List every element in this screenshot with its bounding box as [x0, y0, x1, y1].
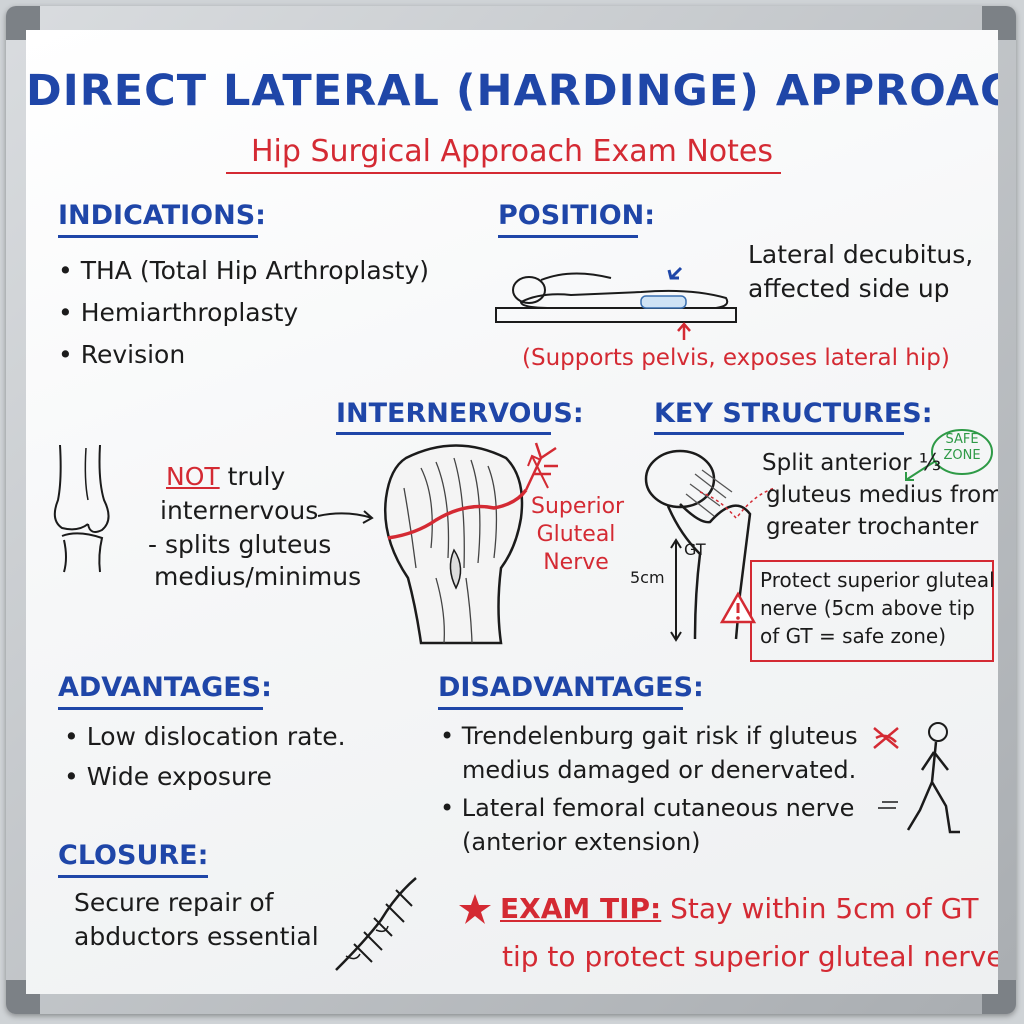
- indications-heading: INDICATIONS:: [58, 200, 266, 231]
- pointer-arrow-icon: [317, 510, 374, 524]
- lateral-decubitus-patient-icon: [495, 266, 737, 340]
- proximal-femur-sketch: [644, 449, 776, 642]
- exam-tip-line2: tip to protect superior gluteal nerve: [502, 940, 998, 973]
- bullet-icon: •: [58, 298, 73, 327]
- internervous-underline: [336, 432, 551, 435]
- bullet-icon: •: [64, 722, 79, 751]
- hip-muscle-sketch: [384, 442, 558, 645]
- disadvantages-heading: DISADVANTAGES:: [438, 672, 704, 703]
- warning-line2: nerve (5cm above tip: [760, 596, 975, 620]
- disadvantages-item1-line2: medius damaged or denervated.: [462, 756, 857, 784]
- internervous-line2: internervous: [160, 496, 319, 525]
- walking-figure-icon: [873, 722, 960, 834]
- closure-underline: [58, 875, 208, 878]
- closure-line1: Secure repair of: [74, 888, 274, 917]
- warning-icon: [719, 591, 757, 624]
- advantages-item: • Wide exposure: [64, 762, 272, 791]
- indications-item: • Hemiarthroplasty: [58, 298, 299, 327]
- safe-zone-badge-line2: ZONE: [943, 448, 981, 463]
- bullet-icon: •: [440, 722, 455, 750]
- disadvantages-item1-line1: • Trendelenburg gait risk if gluteus: [440, 722, 858, 750]
- bullet-icon: •: [58, 340, 73, 369]
- internervous-line3: - splits gluteus: [148, 530, 332, 559]
- indications-underline: [58, 235, 258, 238]
- page-subtitle: Hip Surgical Approach Exam Notes: [250, 134, 774, 169]
- disadvantages-underline: [438, 707, 683, 710]
- star-icon: [459, 894, 491, 924]
- nerve-label-line1: Superior: [531, 494, 625, 519]
- not-emphasis: NOT: [166, 462, 220, 491]
- position-desc-line2: affected side up: [748, 274, 950, 303]
- key-structures-line2: gluteus medius from: [766, 482, 998, 508]
- gt-label: GT: [684, 540, 706, 559]
- warning-line3: of GT = safe zone): [760, 624, 947, 648]
- bullet-icon: •: [58, 256, 73, 285]
- warning-line1: Protect superior gluteal: [760, 568, 995, 592]
- advantages-heading: ADVANTAGES:: [58, 672, 272, 703]
- advantages-underline: [58, 707, 263, 710]
- suture-icon: [335, 877, 417, 971]
- bullet-icon: •: [64, 762, 79, 791]
- key-structures-line1: Split anterior ⅓: [762, 450, 942, 476]
- nerve-label-line2: Gluteal: [536, 522, 616, 547]
- bullet-icon: •: [440, 794, 455, 822]
- safe-zone-badge-line1: SAFE: [945, 432, 979, 447]
- advantages-item: • Low dislocation rate.: [64, 722, 346, 751]
- nerve-pointer-arrow-icon: [527, 454, 549, 489]
- internervous-line4: medius/minimus: [154, 562, 362, 591]
- closure-line2: abductors essential: [74, 922, 319, 951]
- position-heading: POSITION:: [498, 200, 656, 231]
- closure-heading: CLOSURE:: [58, 840, 209, 871]
- internervous-heading: INTERNERVOUS:: [336, 398, 584, 429]
- internervous-line1: NOT truly: [166, 462, 286, 491]
- safe-zone-badge: [905, 429, 993, 481]
- disadvantages-item2-line1: • Lateral femoral cutaneous nerve: [440, 794, 855, 822]
- whiteboard: DIRECT LATERAL (HARDINGE) APPROACH Hip S…: [26, 30, 998, 994]
- key-structures-underline: [654, 432, 904, 435]
- key-structures-line3: greater trochanter: [766, 514, 979, 540]
- nerve-label-line3: Nerve: [543, 550, 609, 575]
- indications-item: • Revision: [58, 340, 186, 369]
- subtitle-underline: [226, 172, 781, 174]
- position-note: (Supports pelvis, exposes lateral hip): [522, 345, 950, 371]
- key-structures-heading: KEY STRUCTURES:: [654, 398, 933, 429]
- exam-tip-label: EXAM TIP:: [500, 892, 662, 925]
- indications-item: • THA (Total Hip Arthroplasty): [58, 256, 430, 285]
- disadvantages-item2-line2: (anterior extension): [462, 828, 701, 856]
- knee-joint-icon: [53, 444, 110, 573]
- position-desc-line1: Lateral decubitus,: [748, 240, 974, 269]
- exam-tip-line1: EXAM TIP: Stay within 5cm of GT: [500, 892, 979, 925]
- warning-box: [750, 560, 994, 662]
- position-underline: [498, 235, 638, 238]
- page-title: DIRECT LATERAL (HARDINGE) APPROACH: [26, 66, 998, 116]
- distance-label: 5cm: [630, 568, 665, 587]
